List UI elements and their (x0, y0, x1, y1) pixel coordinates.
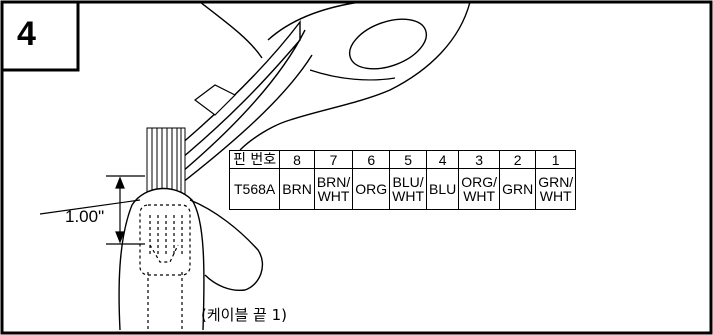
pin-number-cell: 5 (389, 150, 428, 169)
wire-color-row: T568A BRN BRN/ WHT ORG BLU/ WHT BLU ORG/… (228, 168, 577, 210)
dimension-marker (39, 175, 145, 245)
wire-color-text: BRN/ (316, 174, 351, 190)
cutter-pivot (194, 84, 237, 116)
wire-color-text: GRN (502, 181, 534, 197)
wire-color-cell: BRN/ WHT (313, 168, 354, 210)
standard-label: T568A (228, 168, 281, 210)
pin-number-cell: 4 (426, 150, 460, 169)
pinout-table: 핀 번호 8 7 6 5 4 3 2 1 T568A BRN BRN/ WHT … (228, 150, 577, 210)
wire-color-text: BLU (429, 181, 457, 197)
wire-color-text: ORG (355, 181, 388, 197)
pin-number-cell: 2 (499, 150, 537, 169)
finger-crease (309, 69, 396, 81)
pin-number-cell: 8 (279, 150, 315, 169)
wire-color-cell: GRN (499, 168, 537, 210)
pin-number-cell: 7 (313, 150, 354, 169)
cable-end-label: (케이블 끝 1) (201, 306, 287, 324)
wire-color-text: WHT (539, 188, 572, 204)
wire-color-text: WHT (317, 188, 350, 204)
pin-number-cell: 3 (458, 150, 501, 169)
wire-color-cell: ORG (352, 168, 391, 210)
wire-color-cell: ORG/ WHT (458, 168, 501, 210)
pin-number-cell: 6 (352, 150, 391, 169)
pin-number-cell: 1 (535, 150, 577, 169)
wire-color-text: BLU/ (392, 174, 424, 190)
pin-number-row: 핀 번호 8 7 6 5 4 3 2 1 (228, 150, 577, 169)
wire-color-text: ORG/ (461, 174, 498, 190)
step-number: 4 (17, 15, 36, 53)
step-number-box (2, 2, 80, 72)
finger-side (189, 199, 263, 292)
wire-color-cell: BLU (426, 168, 460, 210)
wire-color-text: BRN (282, 181, 312, 197)
lower-finger-outline (118, 187, 205, 331)
cable-jacket-hidden (139, 204, 191, 333)
wire-color-cell: BRN (279, 168, 315, 210)
wire-color-cell: BLU/ WHT (389, 168, 428, 210)
pin-number-header: 핀 번호 (228, 150, 281, 169)
wire-color-text: WHT (463, 188, 496, 204)
upper-hand-outline (199, 1, 471, 151)
wire-color-text: GRN/ (538, 174, 574, 190)
wire-color-text: WHT (392, 188, 425, 204)
wire-color-cell: GRN/ WHT (535, 168, 577, 210)
thumbnail (348, 18, 428, 70)
measurement-label: 1.00" (65, 207, 105, 226)
